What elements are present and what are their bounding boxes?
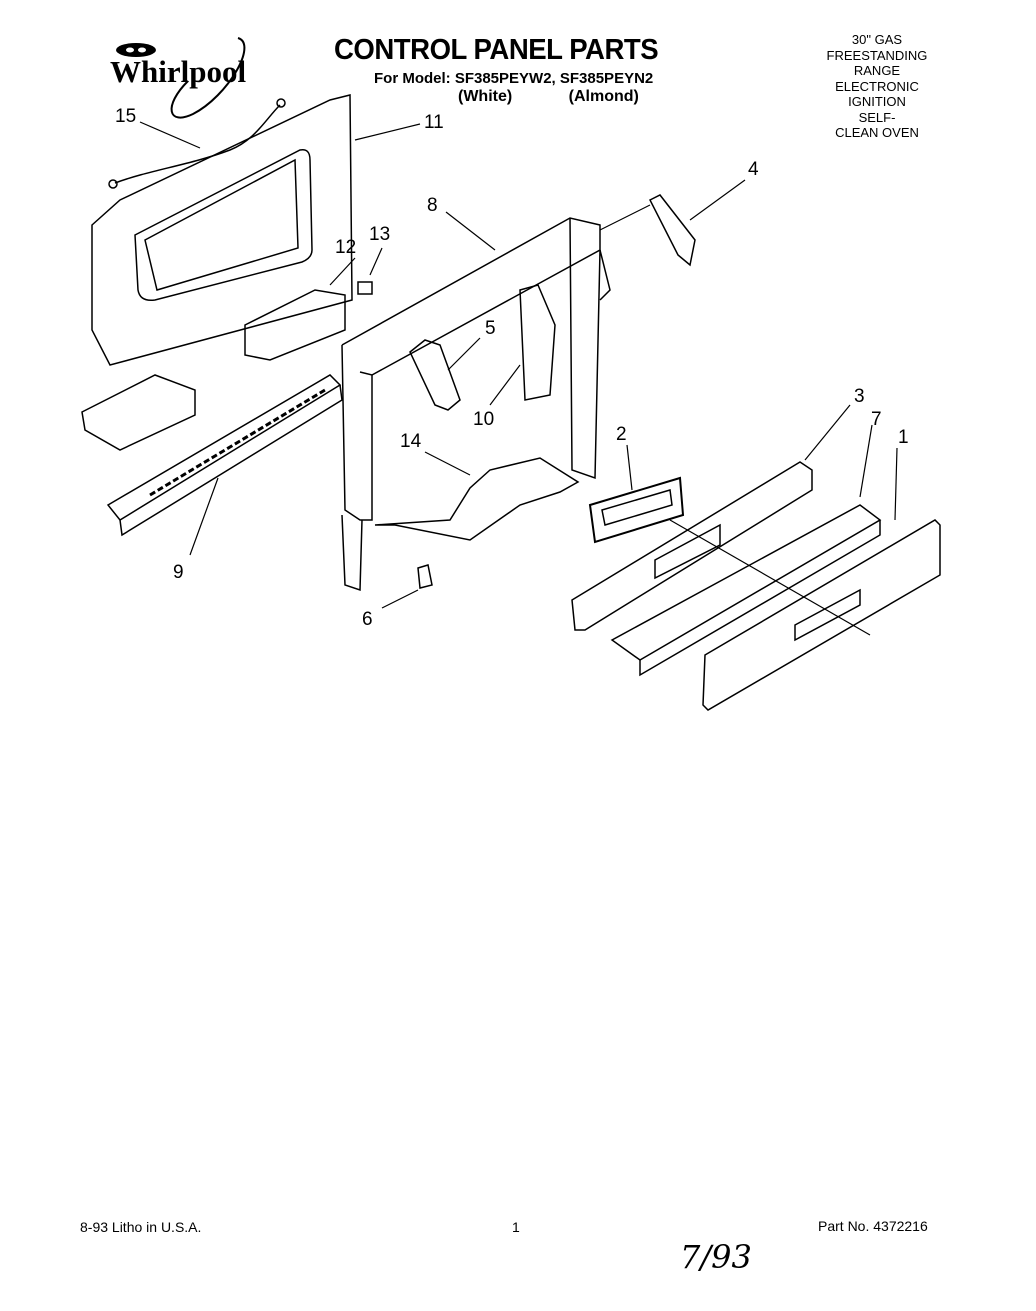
callout-4: 4 <box>748 159 759 180</box>
part-14-bracket <box>374 457 580 541</box>
variant-white: (White) <box>458 88 513 105</box>
part-11-back-panel <box>91 94 353 366</box>
product-description: 30" GAS FREESTANDING RANGE ELECTRONIC IG… <box>812 32 942 141</box>
callout-15: 15 <box>115 106 136 127</box>
part-2-clock <box>588 476 685 544</box>
part-4-endcap <box>648 194 696 267</box>
part-3-panel <box>571 461 813 631</box>
callout-6: 6 <box>362 609 373 630</box>
page-title: CONTROL PANEL PARTS <box>334 34 659 66</box>
exploded-parts-diagram: 1 2 3 4 5 6 7 8 9 10 11 12 13 14 15 <box>81 94 941 711</box>
description-line: IGNITION <box>848 94 906 109</box>
part-6-clip <box>417 564 433 589</box>
callout-7: 7 <box>871 409 882 430</box>
callout-12: 12 <box>335 237 356 258</box>
callout-8: 8 <box>427 195 438 216</box>
callout-14: 14 <box>400 431 422 452</box>
print-info: 8-93 Litho in U.S.A. <box>80 1219 202 1235</box>
part-5-trim <box>409 339 461 411</box>
description-line: 30" GAS <box>851 32 903 47</box>
model-line: For Model: SF385PEYW2, SF385PEYN2 <box>374 70 654 87</box>
callout-2: 2 <box>616 424 627 445</box>
part-15-wire <box>108 98 286 189</box>
leader-lines <box>139 121 898 636</box>
part-10-bracket <box>519 284 556 401</box>
callout-10: 10 <box>473 409 494 430</box>
callout-11: 11 <box>424 112 444 133</box>
svg-text:Whirlpool: Whirlpool <box>110 54 246 89</box>
color-variants: (White) (Almond) <box>458 88 639 106</box>
description-line: FREESTANDING <box>826 47 928 63</box>
callout-5: 5 <box>485 318 496 339</box>
callout-3: 3 <box>854 386 865 407</box>
callout-9: 9 <box>173 562 184 583</box>
part-13-clip <box>357 281 373 295</box>
whirlpool-logo: Whirlpool <box>108 36 268 126</box>
description-line: CLEAN OVEN <box>835 125 919 140</box>
description-line: ELECTRONIC <box>835 78 919 94</box>
page-number: 1 <box>512 1219 520 1235</box>
variant-almond: (Almond) <box>568 88 639 105</box>
description-line: RANGE <box>853 63 901 78</box>
callout-labels: 1 2 3 4 5 6 7 8 9 10 11 12 13 14 15 <box>115 106 909 630</box>
part-7-bracket <box>610 504 882 677</box>
part-1-glass <box>702 519 941 711</box>
part-8-frame <box>341 217 611 592</box>
part-number: Part No. 4372216 <box>818 1218 928 1234</box>
part-12-insulation <box>81 289 346 451</box>
part-9-rail <box>106 374 343 537</box>
callout-1: 1 <box>898 427 909 448</box>
description-line: SELF- <box>858 109 896 125</box>
callout-13: 13 <box>369 224 390 245</box>
handwritten-date: 7/93 <box>680 1238 752 1276</box>
